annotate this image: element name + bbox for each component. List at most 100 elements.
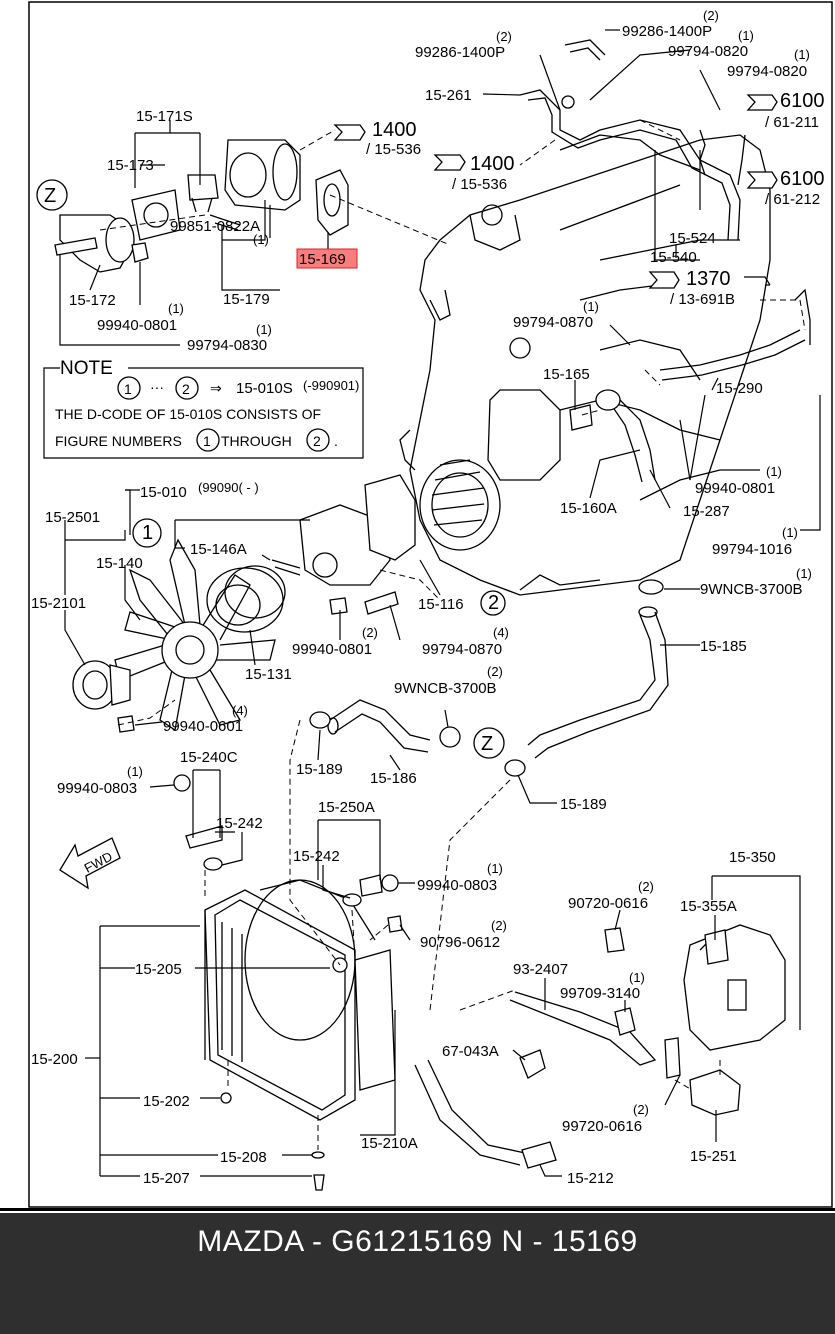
reservoir-tank-drawing	[509, 924, 786, 1116]
label-99940-0803-a[interactable]: 99940-0803	[57, 780, 137, 797]
qty-99794-0870-a: (1)	[583, 299, 599, 314]
label-99940-0801-b[interactable]: 99940-0801	[695, 480, 775, 497]
qty-99286-1400P-right: (2)	[703, 8, 719, 23]
qty-90720-0616: (2)	[638, 879, 654, 894]
label-15-261[interactable]: 15-261	[425, 87, 472, 104]
label-15-2101[interactable]: 15-2101	[31, 595, 86, 612]
label-99940-0801-a[interactable]: 99940-0801	[97, 317, 177, 334]
label-15-524[interactable]: 15-524	[669, 230, 716, 247]
note-arrow: ⇒	[210, 380, 222, 396]
label-15-185[interactable]: 15-185	[700, 638, 747, 655]
label-99794-0870-b[interactable]: 99794-0870	[422, 641, 502, 658]
label-15-010-sup: (99090( - )	[198, 480, 259, 495]
label-15-350[interactable]: 15-350	[729, 849, 776, 866]
label-15-242-a[interactable]: 15-242	[216, 815, 263, 832]
footer-divider	[0, 1208, 835, 1211]
qty-99794-0830: (1)	[256, 322, 272, 337]
z-reference-circle-bottom	[473, 727, 505, 759]
label-9WNCB-3700B-b[interactable]: 9WNCB-3700B	[394, 680, 497, 697]
z-reference-circle-top	[36, 179, 68, 211]
leader-lines	[59, 29, 821, 1177]
label-90796-0612[interactable]: 90796-0612	[420, 934, 500, 951]
footer-bar	[0, 1213, 835, 1334]
label-15-536-a[interactable]: / 15-536	[366, 141, 421, 158]
callout-arrows	[125, 94, 778, 491]
qty-9WNCB-3700B-b: (2)	[487, 664, 503, 679]
label-15-205[interactable]: 15-205	[135, 961, 182, 978]
label-9WNCB-3700B-a[interactable]: 9WNCB-3700B	[700, 581, 803, 598]
label-90720-0616[interactable]: 90720-0616	[568, 895, 648, 912]
qty-99851-0822A: (1)	[253, 232, 269, 247]
label-15-240C[interactable]: 15-240C	[180, 749, 238, 766]
footer-part-number: MAZDA - G61215169 N - 15169	[197, 1225, 638, 1258]
label-61-212[interactable]: / 61-212	[765, 191, 820, 208]
label-99940-0601[interactable]: 99940-0601	[163, 718, 243, 735]
label-15-2501[interactable]: 15-2501	[45, 509, 100, 526]
label-99720-0616[interactable]: 99720-0616	[562, 1118, 642, 1135]
label-15-189-b[interactable]: 15-189	[560, 796, 607, 813]
label-15-172[interactable]: 15-172	[69, 292, 116, 309]
label-15-287[interactable]: 15-287	[683, 503, 730, 520]
engine-block-drawing	[399, 134, 771, 596]
label-15-251[interactable]: 15-251	[690, 1148, 737, 1165]
label-99940-0801-c[interactable]: 99940-0801	[292, 641, 372, 658]
circled-number-2	[480, 590, 506, 616]
label-15-242-b[interactable]: 15-242	[293, 848, 340, 865]
label-99794-0820-b[interactable]: 99794-0820	[727, 63, 807, 80]
label-67-043A[interactable]: 67-043A	[442, 1043, 499, 1060]
label-15-186[interactable]: 15-186	[370, 770, 417, 787]
label-99794-0820-a[interactable]: 99794-0820	[668, 43, 748, 60]
label-15-212[interactable]: 15-212	[567, 1170, 614, 1187]
circled-number-2-label: 2	[488, 592, 499, 614]
label-15-169[interactable]: 15-169	[299, 251, 346, 268]
label-15-210A[interactable]: 15-210A	[361, 1135, 418, 1152]
note-title: NOTE	[60, 358, 113, 379]
label-15-179[interactable]: 15-179	[223, 291, 270, 308]
label-99709-3140[interactable]: 99709-3140	[560, 985, 640, 1002]
label-15-116[interactable]: 15-116	[418, 596, 464, 613]
qty-99940-0801-a: (1)	[168, 301, 184, 316]
label-15-536-b[interactable]: / 15-536	[452, 176, 507, 193]
label-99286-1400P-left[interactable]: 99286-1400P	[415, 44, 505, 61]
label-15-171S[interactable]: 15-171S	[136, 108, 193, 125]
label-1400-b[interactable]: 1400	[470, 153, 515, 175]
label-99794-0870-a[interactable]: 99794-0870	[513, 314, 593, 331]
label-6100-b[interactable]: 6100	[780, 168, 825, 190]
label-15-200[interactable]: 15-200	[31, 1051, 78, 1068]
label-15-165[interactable]: 15-165	[543, 366, 590, 383]
label-15-140[interactable]: 15-140	[96, 555, 143, 572]
label-6100-a[interactable]: 6100	[780, 90, 825, 112]
label-15-189-a[interactable]: 15-189	[296, 761, 343, 778]
circled-number-1-label: 1	[142, 522, 153, 544]
label-15-160A[interactable]: 15-160A	[560, 500, 617, 517]
label-15-173[interactable]: 15-173	[107, 157, 154, 174]
label-15-355A[interactable]: 15-355A	[680, 898, 737, 915]
label-15-202[interactable]: 15-202	[143, 1093, 190, 1110]
label-99851-0822A[interactable]: 99851-0822A	[170, 218, 260, 235]
label-15-540[interactable]: 15-540	[650, 249, 697, 266]
qty-99940-0801-b: (1)	[766, 464, 782, 479]
note-line-3-circle-1: 1	[203, 433, 211, 449]
radiator-drawing	[173, 774, 557, 1191]
label-99794-0830[interactable]: 99794-0830	[187, 337, 267, 354]
label-99286-1400P-right[interactable]: 99286-1400P	[622, 23, 712, 40]
qty-99794-0820-b: (1)	[794, 47, 810, 62]
label-15-250A[interactable]: 15-250A	[318, 799, 375, 816]
label-99794-1016[interactable]: 99794-1016	[712, 541, 792, 558]
qty-99794-0820-a: (1)	[738, 28, 754, 43]
label-15-146A[interactable]: 15-146A	[190, 541, 247, 558]
label-99940-0803-b[interactable]: 99940-0803	[417, 877, 497, 894]
label-93-2407[interactable]: 93-2407	[513, 961, 568, 978]
label-1400-a[interactable]: 1400	[372, 119, 417, 141]
label-15-010[interactable]: 15-010	[140, 484, 187, 501]
label-15-207[interactable]: 15-207	[143, 1170, 190, 1187]
note-dots: ···	[150, 379, 164, 395]
label-61-211[interactable]: / 61-211	[765, 114, 819, 131]
label-15-208[interactable]: 15-208	[220, 1149, 267, 1166]
label-15-131[interactable]: 15-131	[245, 666, 292, 683]
label-15-290[interactable]: 15-290	[716, 380, 763, 397]
note-line-3-through: THROUGH	[221, 433, 292, 449]
label-1370[interactable]: 1370	[686, 268, 731, 290]
qty-99720-0616: (2)	[633, 1102, 649, 1117]
label-13-691B[interactable]: / 13-691B	[670, 291, 735, 308]
